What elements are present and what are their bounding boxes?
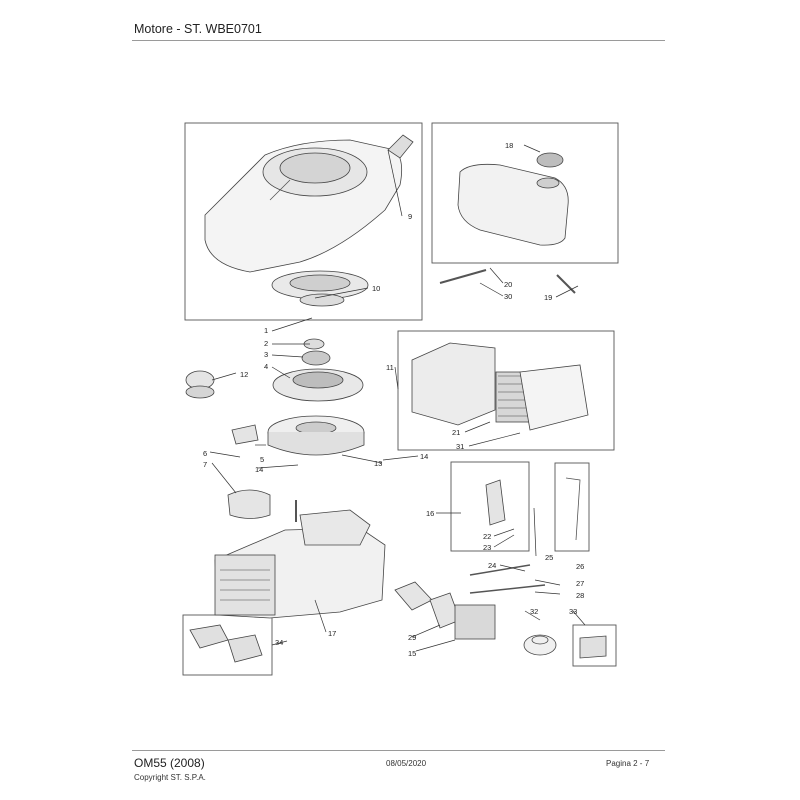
part-number: 7 xyxy=(203,460,207,469)
footer-divider xyxy=(132,750,665,751)
engine-block-drawing xyxy=(214,489,386,619)
part-number: 11 xyxy=(386,363,394,372)
part-number: 31 xyxy=(456,442,464,451)
header-divider xyxy=(132,40,665,41)
frame-throttle-bracket xyxy=(450,461,530,552)
footer-model: OM55 (2008) xyxy=(134,756,205,770)
part-number: 13 xyxy=(374,459,382,468)
part-number: 27 xyxy=(576,579,584,588)
part-number: 15 xyxy=(408,649,416,658)
frame-fuel-tank xyxy=(431,122,619,264)
part-number: 32 xyxy=(530,607,538,616)
part-number: 18 xyxy=(505,141,513,150)
part-number: 24 xyxy=(488,561,496,570)
part-number: 5 xyxy=(260,455,264,464)
part-number: 30 xyxy=(504,292,512,301)
part-number: 33 xyxy=(569,607,577,616)
part-number: 25 xyxy=(545,553,553,562)
air-filter-drawing xyxy=(411,342,589,431)
leader-lines xyxy=(209,144,586,652)
part-number: 19 xyxy=(544,293,552,302)
part-number: 16 xyxy=(426,509,434,518)
part-number: 26 xyxy=(576,562,584,571)
part-number: 20 xyxy=(504,280,512,289)
part-number: 14 xyxy=(420,452,428,461)
part-number: 17 xyxy=(328,629,336,638)
detail-parts-drawing xyxy=(185,370,607,663)
part-number: 23 xyxy=(483,543,491,552)
part-number: 14 xyxy=(255,465,263,474)
part-number: 12 xyxy=(240,370,248,379)
fuel-tank-drawing xyxy=(439,152,576,294)
part-labels: 9 10 1 2 3 4 11 12 5 6 7 14 13 14 18 20 … xyxy=(203,141,584,658)
footer-date: 08/05/2020 xyxy=(386,759,427,768)
part-number: 3 xyxy=(264,350,268,359)
part-number: 34 xyxy=(275,638,283,647)
part-number: 29 xyxy=(408,633,416,642)
frame-recoil-starter xyxy=(184,122,423,321)
part-number: 4 xyxy=(264,362,268,371)
recoil-starter-drawing xyxy=(204,134,414,307)
frame-air-filter xyxy=(397,330,615,451)
part-number: 22 xyxy=(483,532,491,541)
footer-page-number: Pagina 2 - 7 xyxy=(606,759,650,768)
footer-copyright: Copyright ST. S.P.A. xyxy=(134,773,206,782)
part-number: 2 xyxy=(264,339,268,348)
part-number: 1 xyxy=(264,326,268,335)
flywheel-drawing xyxy=(267,338,365,456)
page-title: Motore - ST. WBE0701 xyxy=(134,22,262,36)
part-number: 10 xyxy=(372,284,380,293)
part-number: 9 xyxy=(408,212,412,221)
part-number: 28 xyxy=(576,591,584,600)
part-number: 21 xyxy=(452,428,460,437)
carburetor-drawing xyxy=(394,564,557,656)
frame-lever xyxy=(554,462,590,552)
part-number: 6 xyxy=(203,449,207,458)
inset-frames xyxy=(182,122,619,676)
frame-clamp xyxy=(572,624,617,667)
